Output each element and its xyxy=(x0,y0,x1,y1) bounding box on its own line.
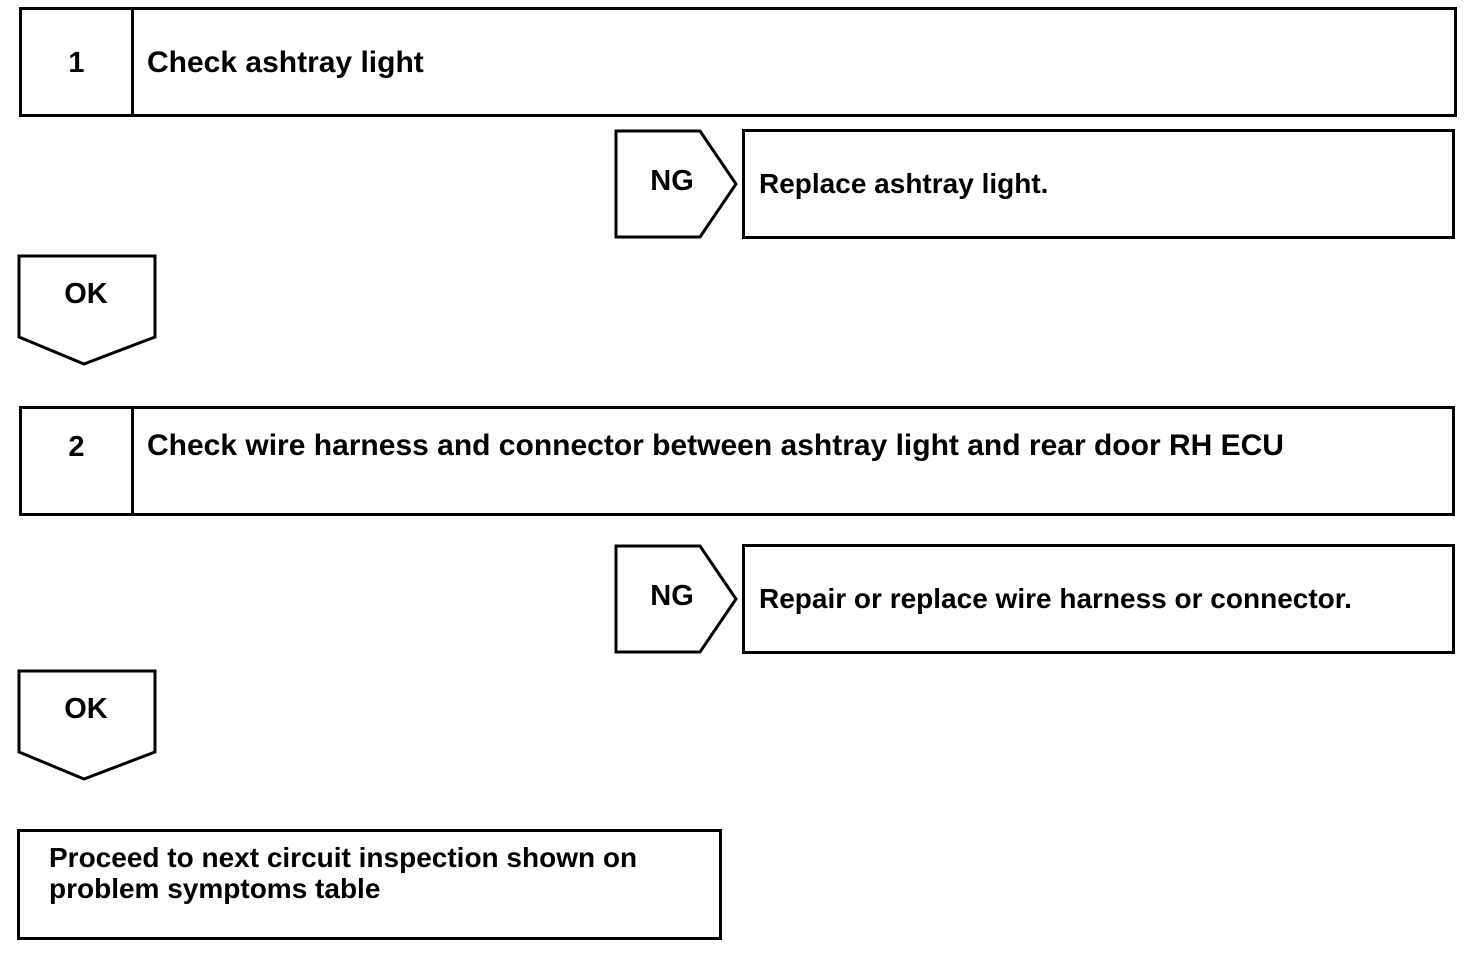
final-action-box: Proceed to next circuit inspection shown… xyxy=(17,829,722,940)
step-1-box: 1 Check ashtray light xyxy=(19,7,1457,117)
ng-label-1: NG xyxy=(650,165,694,197)
ok-arrow-shape-icon xyxy=(17,254,157,366)
ok-arrow-shape-icon xyxy=(17,669,157,781)
final-action-text: Proceed to next circuit inspection shown… xyxy=(49,842,719,904)
ng-arrow-shape-icon xyxy=(614,544,738,654)
ng-action-box-1: Replace ashtray light. xyxy=(742,129,1455,239)
final-action-line-2: problem symptoms table xyxy=(49,873,381,904)
ng-label-2: NG xyxy=(650,580,694,612)
ng-action-box-2: Repair or replace wire harness or connec… xyxy=(742,544,1455,654)
ng-arrow-1: NG xyxy=(614,129,740,239)
ok-label-1: OK xyxy=(64,278,108,310)
step-1-number: 1 xyxy=(22,10,134,114)
ok-arrow-2: OK xyxy=(17,669,157,781)
step-1-title: Check ashtray light xyxy=(147,46,424,79)
ok-arrow-1: OK xyxy=(17,254,157,366)
ng-action-text-1: Replace ashtray light. xyxy=(759,168,1049,199)
step-2-title: Check wire harness and connector between… xyxy=(147,429,1284,462)
step-2-number: 2 xyxy=(22,409,134,513)
step-2-box: 2 Check wire harness and connector betwe… xyxy=(19,406,1455,516)
ok-label-2: OK xyxy=(64,693,108,725)
ng-arrow-2: NG xyxy=(614,544,740,654)
ng-arrow-shape-icon xyxy=(614,129,738,239)
ng-action-text-2: Repair or replace wire harness or connec… xyxy=(759,583,1352,614)
final-action-line-1: Proceed to next circuit inspection shown… xyxy=(49,842,638,873)
